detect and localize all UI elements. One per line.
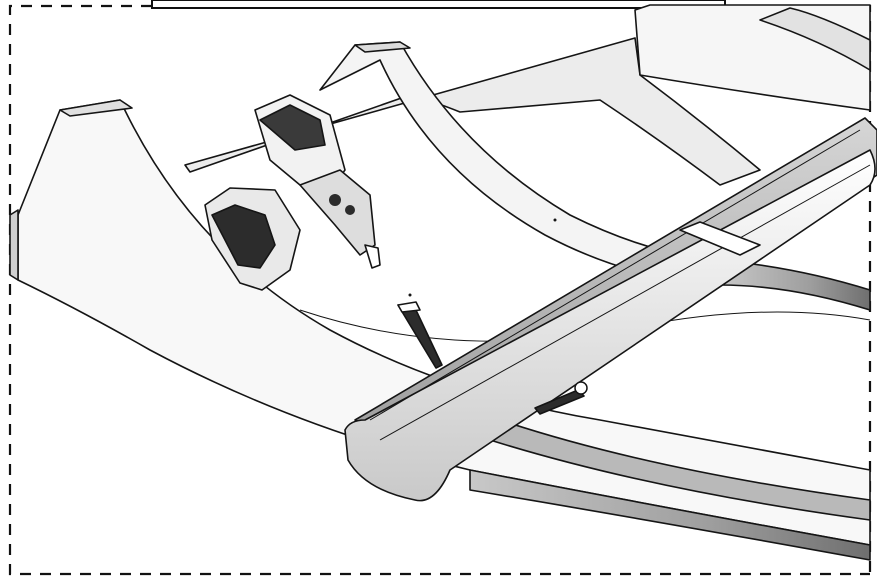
cross-slat (344, 117, 877, 502)
screw-icon (397, 301, 588, 415)
drill-icon (204, 94, 381, 291)
front-rocker-rail (9, 99, 871, 561)
